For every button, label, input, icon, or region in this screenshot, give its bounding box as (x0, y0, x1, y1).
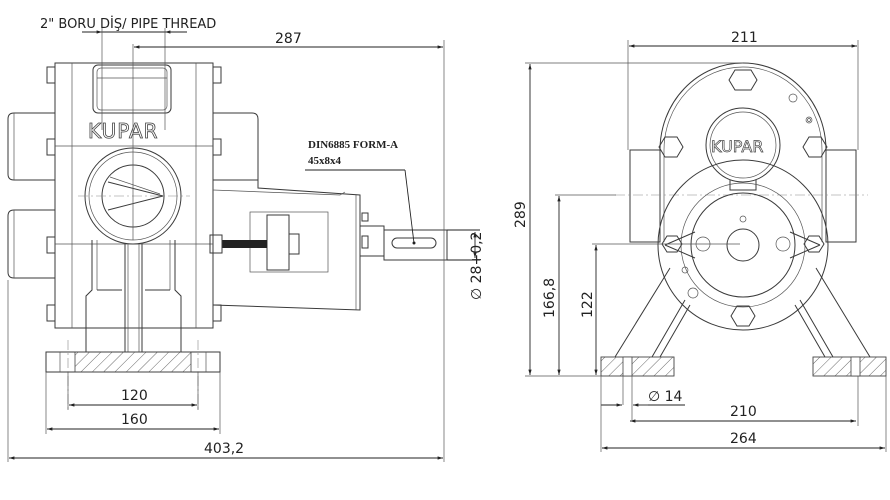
key-spec-line2: 45x8x4 (308, 155, 342, 167)
dim-166-8: 166,8 (542, 194, 616, 375)
svg-text:264: 264 (730, 431, 757, 447)
svg-text:287: 287 (275, 31, 302, 47)
pipe-thread-dim: 2" BORU DİŞ/ PIPE THREAD (40, 16, 216, 130)
left-port-lower (7, 209, 55, 279)
brand-logo-front: KUPAR (711, 137, 763, 156)
dim-base-side: 120 160 403,2 (7, 280, 443, 462)
motor-bracket (209, 179, 369, 311)
dim-hole-14: ∅ 14 (601, 376, 685, 420)
right-port-box (825, 149, 857, 243)
dim-211: 211 (627, 30, 859, 150)
svg-text:403,2: 403,2 (204, 441, 244, 457)
svg-text:289: 289 (513, 201, 529, 228)
side-base (45, 340, 221, 410)
svg-text:160: 160 (121, 412, 148, 428)
svg-text:∅ 14: ∅ 14 (648, 389, 683, 405)
lower-flange (657, 159, 829, 331)
svg-text:122: 122 (580, 291, 596, 318)
svg-text:∅ 28+0,2: ∅ 28+0,2 (469, 232, 485, 300)
shaft-bore (726, 228, 760, 262)
left-port-box (629, 149, 661, 243)
shaft-diameter-dim: ∅ 28+0,2 (447, 229, 485, 300)
key-slot (391, 237, 437, 249)
svg-text:211: 211 (731, 30, 758, 46)
front-feet (600, 356, 887, 377)
dim-122: 122 (580, 243, 740, 375)
pump-body (54, 62, 214, 329)
dim-210: 210 (630, 376, 859, 426)
drive-shaft (359, 225, 448, 261)
top-port (92, 64, 172, 114)
front-view: KUPAR 211 (513, 30, 887, 452)
svg-text:166,8: 166,8 (542, 278, 558, 318)
pipe-thread-label: 2" BORU DİŞ/ PIPE THREAD (40, 16, 216, 32)
right-port (213, 112, 259, 180)
dim-264: 264 (600, 376, 887, 452)
side-view: KUPAR (7, 16, 485, 462)
brand-logo: KUPAR (88, 119, 159, 143)
svg-text:210: 210 (730, 404, 757, 420)
svg-text:120: 120 (121, 388, 148, 404)
dim-289: 289 (513, 62, 743, 377)
left-port-upper (7, 112, 55, 181)
dim-287: 287 (132, 31, 445, 462)
inlet-port-circle (78, 147, 190, 245)
body-bolts (46, 66, 222, 322)
key-spec-line1: DIN6885 FORM-A (308, 139, 398, 151)
